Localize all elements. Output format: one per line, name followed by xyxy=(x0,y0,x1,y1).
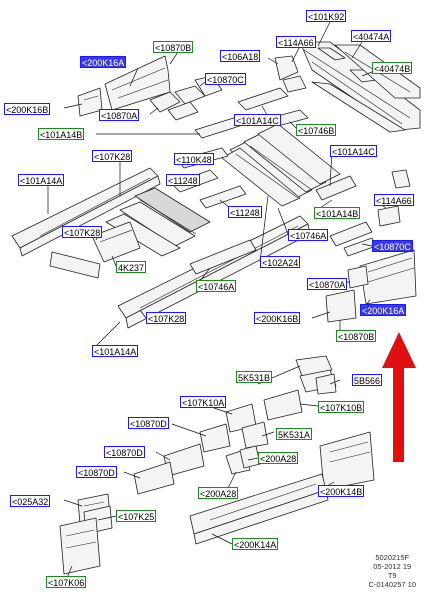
part-bracket-114a66-top xyxy=(282,75,307,93)
part-rail-40474b xyxy=(311,81,406,133)
callout-101a14b-left[interactable]: <101A14B xyxy=(38,128,85,140)
reference-block: 5020215F 05-2012 19 T9 C-0140257 10 xyxy=(368,553,416,589)
callout-10870b-top[interactable]: <10870B xyxy=(153,41,194,53)
callout-11248-b[interactable]: <11248 xyxy=(228,206,262,218)
part-rail-101k92 xyxy=(299,41,421,131)
callout-10870d-b[interactable]: <10870D xyxy=(104,446,145,458)
reference-line-1: 5020215F xyxy=(375,553,410,562)
part-bracket-10870b-top xyxy=(149,85,206,121)
callout-200k14a[interactable]: <200K14A xyxy=(232,538,279,550)
callout-114a66-top[interactable]: <114A66 xyxy=(276,36,316,48)
part-rail-101a14a-top xyxy=(11,167,161,257)
callout-107k10a[interactable]: <107K10A xyxy=(180,396,227,408)
callout-10870d-a[interactable]: <10870D xyxy=(128,417,169,429)
callout-107k25[interactable]: <107K25 xyxy=(116,510,157,522)
part-bracket-5k531a xyxy=(241,421,269,449)
callout-106a18[interactable]: <106A18 xyxy=(220,50,261,62)
part-bracket-200a28 xyxy=(225,445,261,475)
part-panel-200k16b-right xyxy=(325,289,357,323)
callout-5k531a[interactable]: 5K531A xyxy=(276,428,313,440)
part-bracket-107k06 xyxy=(59,517,101,575)
callout-10870b-right[interactable]: <10870B xyxy=(336,330,377,342)
callout-40474a[interactable]: <40474A xyxy=(351,30,392,42)
part-floor-crossmembers xyxy=(221,123,341,207)
callout-114a66-right[interactable]: <114A66 xyxy=(374,194,414,206)
callout-4k237[interactable]: 4K237 xyxy=(116,261,147,273)
part-bracket-10870a-right xyxy=(347,265,369,289)
callout-10746a-mid[interactable]: <10746A xyxy=(288,229,329,241)
part-panel-200k14b xyxy=(319,431,375,491)
reference-line-2: 05-2012 19 xyxy=(373,562,412,571)
callout-101k92[interactable]: <101K92 xyxy=(306,10,347,22)
callout-200k16a-right[interactable]: <200K16A xyxy=(360,304,407,316)
part-panel-200k16a-right xyxy=(359,249,417,305)
part-crossmember-107k28-left xyxy=(49,251,101,279)
callout-40474b[interactable]: <40474B xyxy=(372,62,413,74)
callout-107k06[interactable]: <107K06 xyxy=(46,576,87,588)
callout-10870a[interactable]: <10870A xyxy=(99,109,140,121)
part-crossmember-101a14c-right xyxy=(315,175,357,201)
callout-107k28-low[interactable]: <107K28 xyxy=(146,312,187,324)
callout-110k48[interactable]: <110K48 xyxy=(174,153,214,165)
part-bracket-5b566 xyxy=(315,373,337,395)
callout-101a14a-top[interactable]: <101A14A xyxy=(18,174,65,186)
callout-025a32[interactable]: <025A32 xyxy=(10,495,51,507)
reference-line-3: T9 xyxy=(387,571,397,580)
callout-107k28-top[interactable]: <107K28 xyxy=(92,150,133,162)
callout-107k10b[interactable]: <107K10B xyxy=(318,401,365,413)
callout-10870c-right[interactable]: <10870C xyxy=(372,240,413,252)
callout-101a14c-right[interactable]: <101A14C xyxy=(330,145,377,157)
callout-10746a-low[interactable]: <10746A xyxy=(196,280,237,292)
callout-200k16a-top[interactable]: <200K16A xyxy=(80,56,127,68)
part-crossmember-10870d xyxy=(133,423,231,495)
part-crossmember-10746a xyxy=(189,239,257,275)
part-panel-200k16a-top xyxy=(104,55,171,111)
part-bracket-4k237 xyxy=(91,221,141,263)
part-rail-200k14a xyxy=(189,473,329,545)
part-bracket-114a66-right xyxy=(377,169,411,227)
callout-10746b[interactable]: <10746B xyxy=(296,124,337,136)
part-crossmember-101a14b-right xyxy=(329,221,377,257)
callout-101a14b-right[interactable]: <101A14B xyxy=(314,207,361,219)
callout-5b566[interactable]: 5B566 xyxy=(352,374,383,386)
up-arrow-icon xyxy=(382,332,416,462)
callout-200a28-b[interactable]: <200A28 xyxy=(198,487,239,499)
callout-200a28-a[interactable]: <200A28 xyxy=(258,452,299,464)
callout-200k14b[interactable]: <200K14B xyxy=(318,485,365,497)
callout-101a14a-low[interactable]: <101A14A xyxy=(92,345,139,357)
callout-10870a-right[interactable]: <10870A xyxy=(307,278,348,290)
callout-10870d-c[interactable]: <10870D xyxy=(76,466,117,478)
part-bracket-106a18 xyxy=(274,55,299,81)
reference-line-4: C-0140257 10 xyxy=(368,580,416,589)
callout-101a14c-top[interactable]: <101A14C xyxy=(234,114,281,126)
callout-200k16b-right[interactable]: <200K16B xyxy=(254,312,301,324)
callout-10870c-top[interactable]: <10870C xyxy=(205,73,246,85)
callout-11248-a[interactable]: <11248 xyxy=(166,174,200,186)
callout-107k28-mid[interactable]: <107K28 xyxy=(62,226,103,238)
part-crossmember-101a14c-top xyxy=(237,87,289,111)
callout-5k531b[interactable]: 5K531B xyxy=(236,371,273,383)
callout-200k16b-top[interactable]: <200K16B xyxy=(4,103,51,115)
callout-102a24[interactable]: <102A24 xyxy=(260,256,301,268)
part-crossmember-107k10a xyxy=(225,389,303,433)
